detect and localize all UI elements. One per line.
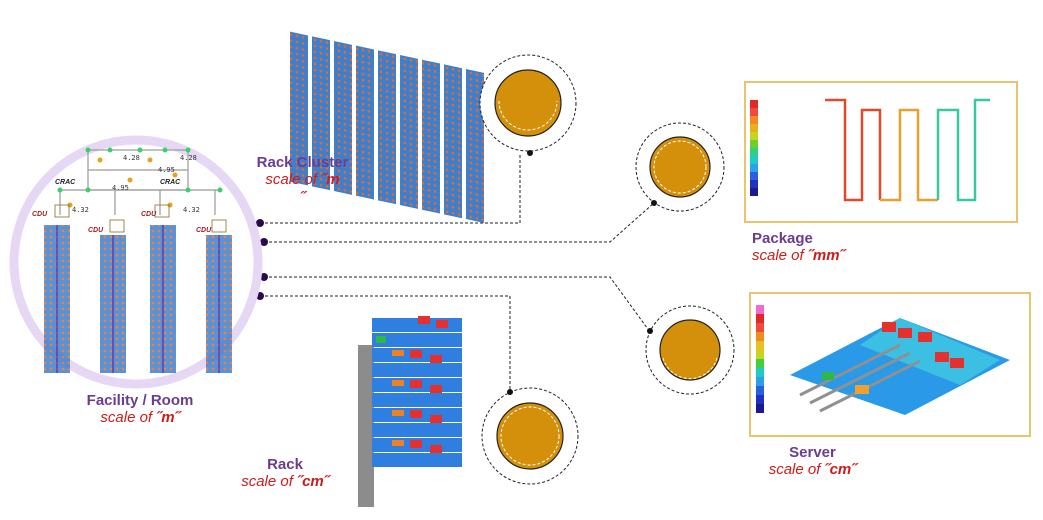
scale-prefix: scale of — [752, 247, 808, 265]
scale-node-rack-cluster — [479, 54, 577, 156]
scale-unit: ˝m — [321, 171, 340, 189]
facility-label: Facility / Room scale of ˝m˝ — [60, 392, 220, 427]
server-colorbar — [756, 305, 764, 413]
rack-name: Rack — [267, 456, 303, 473]
scale-unit: ˝cm˝ — [297, 473, 329, 491]
scale-node-package — [635, 122, 725, 212]
scale-prefix: scale of — [100, 409, 157, 427]
package-label: Package scale of ˝mm˝ — [752, 230, 872, 265]
scale-prefix: scale of — [265, 171, 322, 189]
server-label: Server scale of ˝cm˝ — [755, 444, 870, 479]
facility-room-view: CRAC CRAC CDU CDU CDU CDU 4.28 4.28 4.95… — [9, 135, 263, 389]
server-panel — [749, 292, 1031, 437]
crac-right-tag: CRAC — [160, 179, 181, 186]
package-colorbar — [750, 100, 758, 196]
value-label: 4.95 — [112, 184, 129, 192]
facility-name: Facility / Room — [86, 392, 194, 409]
scale-node-server — [645, 305, 735, 395]
rack-cluster-scale: scale of ˝m — [250, 171, 355, 188]
connectors — [260, 153, 656, 392]
value-label: 4.95 — [158, 166, 175, 174]
rack-cluster-name: Rack Cluster — [256, 154, 349, 171]
cdu-tag-4: CDU — [196, 227, 212, 234]
rack-label: Rack scale of ˝cm˝ — [230, 456, 340, 491]
value-label: 4.28 — [180, 154, 197, 162]
scale-unit: ˝mm˝ — [807, 247, 845, 265]
package-scale: scale of ˝mm˝ — [752, 247, 872, 264]
rack-cluster-label: Rack Cluster scale of ˝m ˝ — [250, 154, 355, 206]
cdu-tag-3: CDU — [141, 211, 157, 218]
connector-package — [264, 201, 656, 243]
scale-prefix: scale of — [241, 473, 298, 491]
scale-prefix: scale of — [768, 461, 825, 479]
package-name: Package — [752, 230, 813, 247]
value-label: 4.32 — [72, 206, 89, 214]
scale-unit: ˝m˝ — [156, 409, 180, 427]
rack-cluster-scale-line2: ˝ — [250, 189, 355, 206]
rack-graphic — [358, 316, 462, 507]
crac-left-tag: CRAC — [55, 179, 76, 186]
cdu-tag-2: CDU — [88, 227, 104, 234]
connector-rack — [260, 295, 511, 392]
connector-server — [264, 276, 651, 333]
scale-unit: ˝cm˝ — [824, 461, 857, 479]
value-label: 4.28 — [123, 154, 140, 162]
scale-node-rack — [481, 387, 579, 485]
cdu-tag-1: CDU — [32, 211, 48, 218]
server-name: Server — [789, 444, 836, 461]
server-scale: scale of ˝cm˝ — [755, 461, 870, 478]
facility-scale: scale of ˝m˝ — [60, 409, 220, 426]
scale-unit-tail: ˝ — [300, 188, 305, 206]
rack-cluster-graphic — [290, 31, 484, 223]
value-label: 4.32 — [183, 206, 200, 214]
rack-scale: scale of ˝cm˝ — [230, 473, 340, 490]
package-panel — [744, 81, 1018, 223]
connector-rack-cluster — [260, 153, 521, 224]
